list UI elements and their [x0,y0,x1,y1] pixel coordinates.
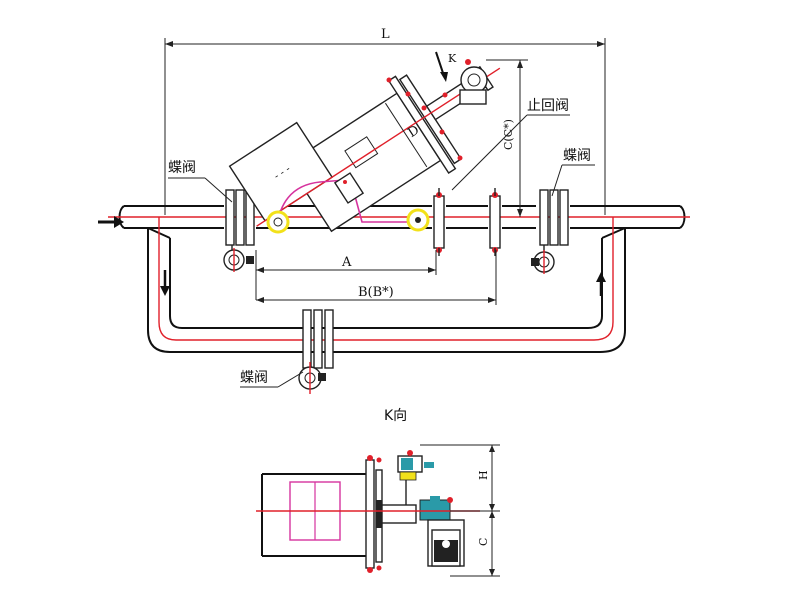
butterfly-valve-left [223,189,255,272]
motor-head [459,59,488,105]
k-direction-marker: K [435,51,457,82]
inclined-filter: - - - D [228,65,501,233]
label-L: L [381,27,390,42]
main-pipe [108,205,690,229]
leader-check-valve: 止回阀 [451,98,570,191]
leader-butterfly-right: 蝶阀 [551,148,595,197]
flow-arrow-up [596,272,606,296]
label-B-star: B(B*) [358,285,394,300]
label-butterfly-valve-left: 蝶阀 [168,160,196,176]
flow-arrow-inlet [98,216,124,228]
bypass-pipe [147,217,626,353]
dimension-L: L [164,27,606,215]
check-valve-flange-right [489,188,501,256]
check-valve-flange-left [433,188,445,256]
label-H: H [477,470,490,480]
label-K: K [448,52,457,65]
dimension-A: A [255,250,437,300]
label-check-valve: 止回阀 [527,98,569,114]
leader-butterfly-left: 蝶阀 [168,160,233,203]
label-butterfly-valve-right: 蝶阀 [563,148,591,164]
leader-butterfly-bottom: 蝶阀 [240,370,304,388]
dimension-C: C(C*) [486,59,528,217]
label-C-star: C(C*) [502,119,515,150]
butterfly-valve-bottom [298,309,334,394]
label-A: A [341,255,352,270]
fitting-left [266,210,290,234]
label-k-view: K向 [384,408,407,424]
fitting-right [406,208,430,232]
butterfly-valve-right [531,189,569,274]
label-butterfly-valve-bottom: 蝶阀 [240,370,268,386]
flow-arrow-down [160,270,170,296]
label-C: C [477,538,490,546]
dimension-B: B(B*) [256,250,497,305]
k-view-drawing: H C [256,444,500,577]
